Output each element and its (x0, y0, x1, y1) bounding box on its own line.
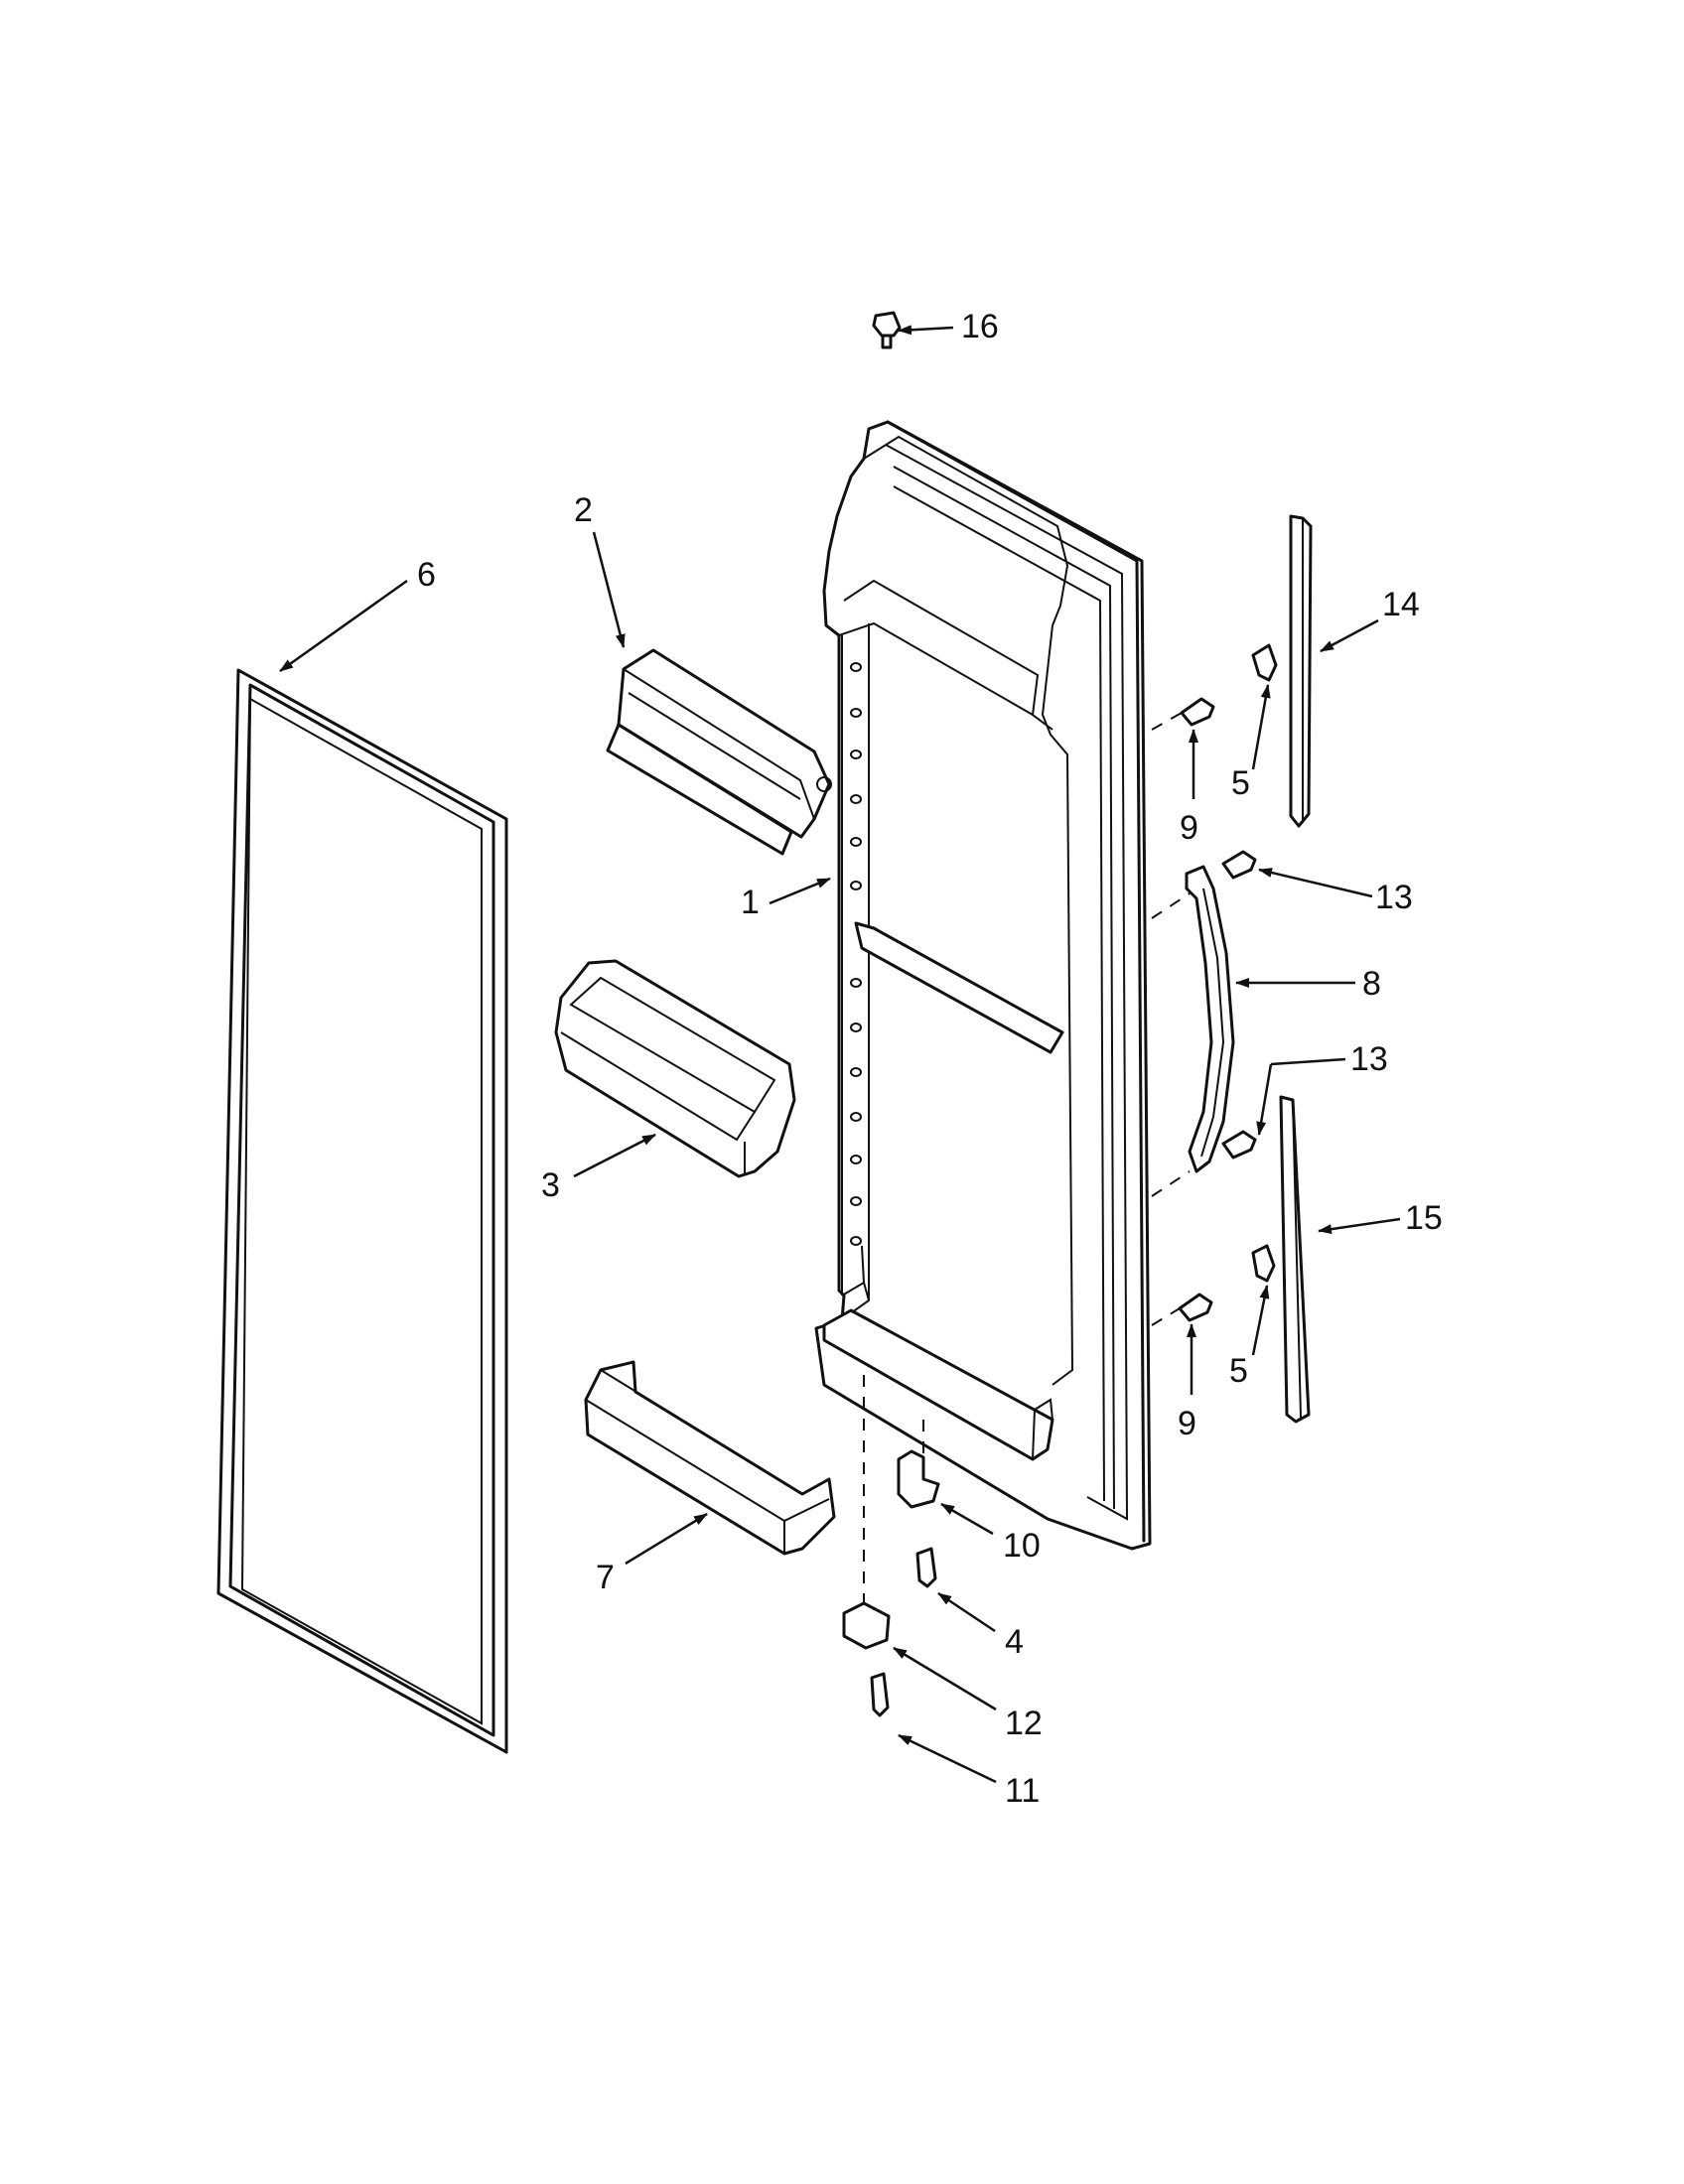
door-gasket-part (216, 668, 508, 1754)
callout-leaders (279, 325, 1401, 1784)
bottom-hinge-part (842, 1601, 891, 1650)
lower-trim-strip-part (1279, 1095, 1311, 1424)
callout-9-upper: 9 (1180, 809, 1198, 847)
callout-13-lower: 13 (1350, 1040, 1388, 1078)
hinge-screw-part (915, 1547, 937, 1588)
callout-4: 4 (1005, 1623, 1024, 1661)
callout-5-lower: 5 (1229, 1352, 1248, 1390)
door-handle-part (1185, 865, 1235, 1173)
callout-16: 16 (961, 308, 999, 345)
callout-3: 3 (541, 1166, 560, 1204)
callout-1: 1 (741, 884, 760, 921)
trim-clip-upper (1251, 643, 1278, 682)
handle-screw-lower (1221, 1130, 1257, 1160)
callout-11: 11 (1005, 1772, 1040, 1810)
callout-2: 2 (574, 491, 593, 529)
callout-10: 10 (1003, 1527, 1041, 1565)
bottom-screw-part (870, 1672, 890, 1717)
assembly-dash-lines (863, 712, 1191, 1603)
screw-part-upper (1180, 697, 1215, 727)
screw-part-lower (1178, 1293, 1213, 1322)
handle-screw-upper (1221, 850, 1257, 880)
callout-14: 14 (1382, 586, 1420, 623)
door-panel-part (814, 420, 1152, 1551)
callout-8: 8 (1362, 965, 1381, 1003)
door-bin-part (554, 959, 796, 1178)
dairy-door-part (606, 648, 832, 856)
top-plug-part (872, 311, 902, 349)
callout-5-upper: 5 (1231, 764, 1250, 802)
upper-trim-strip-part (1289, 514, 1313, 828)
callout-labels: 1 2 3 4 5 5 6 7 8 9 9 10 11 12 13 13 14 … (417, 308, 1443, 1810)
callout-7: 7 (596, 1559, 615, 1596)
hinge-bracket-part (897, 1449, 940, 1509)
callout-13-upper: 13 (1375, 879, 1413, 916)
shelf-holes (850, 662, 862, 1246)
trim-clip-lower (1251, 1244, 1276, 1283)
lower-door-bin-part (584, 1360, 836, 1556)
callout-9-lower: 9 (1178, 1405, 1196, 1442)
callout-12: 12 (1005, 1705, 1043, 1742)
callout-15: 15 (1405, 1199, 1443, 1237)
callout-6: 6 (417, 556, 436, 594)
